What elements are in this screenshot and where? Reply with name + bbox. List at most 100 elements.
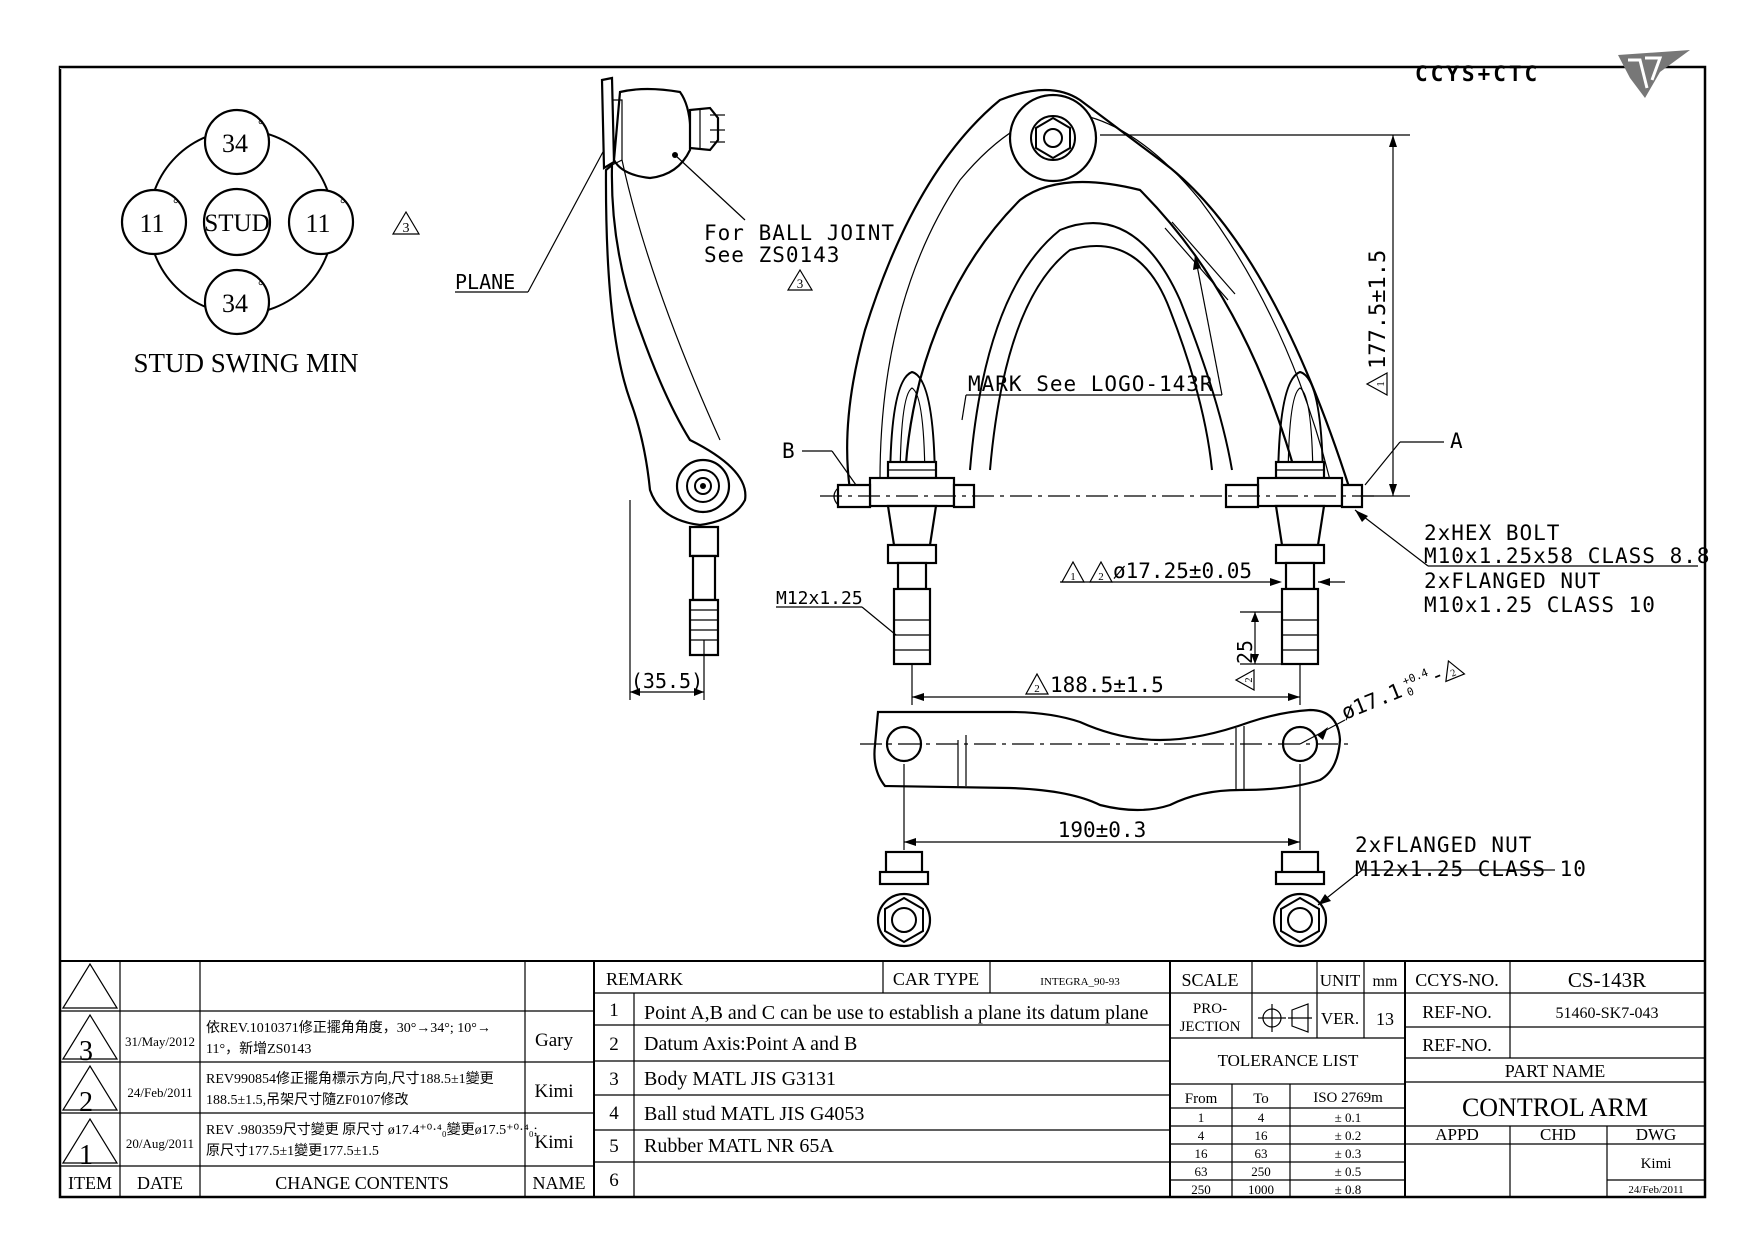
- header-name: NAME: [533, 1173, 586, 1193]
- header-date: DATE: [137, 1173, 183, 1193]
- tolerance-cell: ± 0.1: [1335, 1110, 1362, 1125]
- tolerance-cell: 250: [1251, 1164, 1271, 1179]
- unit-value: mm: [1373, 973, 1398, 990]
- title-block-grid: [60, 960, 1705, 1197]
- revision-name: Kimi: [534, 1132, 573, 1153]
- logo-text: CCYS+CTC: [1415, 62, 1540, 86]
- approved-label: APPD: [1435, 1125, 1478, 1144]
- ref-no-label-2: REF-NO.: [1422, 1035, 1492, 1055]
- svg-text:1: 1: [79, 1140, 93, 1171]
- ball-joint-housing: [612, 87, 692, 180]
- svg-text:ISO 2769m: ISO 2769m: [1313, 1090, 1383, 1106]
- svg-text:25: 25: [1233, 640, 1257, 664]
- svg-text:6: 6: [609, 1170, 619, 1191]
- drawn-date: 24/Feb/2011: [1628, 1184, 1683, 1196]
- revision-contents: 11°，新增ZS0143: [206, 1041, 311, 1057]
- swing-bottom-circle: [203, 268, 271, 336]
- dim-188-5: 2 188.5±1.5: [1024, 672, 1164, 697]
- part-name-label: PART NAME: [1505, 1061, 1605, 1081]
- flanged-nut-right: [1272, 850, 1328, 948]
- dim-35-5: (35.5): [631, 669, 703, 693]
- ball-joint-note-1: For BALL JOINT: [704, 221, 895, 245]
- ball-joint-note-2: See ZS0143: [704, 243, 840, 267]
- tolerance-cell: 4: [1198, 1128, 1205, 1143]
- svg-text:°: °: [340, 197, 346, 212]
- revision-triangle-icon: 3: [786, 268, 814, 291]
- svg-text:3: 3: [79, 1036, 93, 1067]
- right-bushing: [1256, 476, 1344, 508]
- bracket-nut-note-2: M12x1.25 CLASS 10: [1355, 857, 1587, 881]
- flanged-nut-note-1: 2xFLANGED NUT: [1424, 569, 1601, 593]
- svg-text:2: 2: [1098, 571, 1104, 583]
- svg-text:°: °: [173, 197, 179, 212]
- hex-bolt-note-1: 2xHEX BOLT: [1424, 521, 1560, 545]
- svg-text:1: 1: [609, 1000, 619, 1021]
- swing-right-value: 11: [305, 209, 330, 238]
- company-logo: CCYS+CTC: [1415, 50, 1690, 98]
- ball-joint-hub: [1008, 93, 1098, 183]
- svg-text:°: °: [258, 118, 264, 133]
- mark-label: MARK See LOGO-143R: [968, 372, 1214, 396]
- version-label: VER.: [1321, 1009, 1359, 1028]
- revision-date: 31/May/2012: [125, 1034, 195, 1049]
- svg-text:3: 3: [403, 221, 410, 236]
- revision-name: Gary: [535, 1030, 573, 1051]
- revision-contents: REV .980359尺寸變更 原尺寸 ø17.4⁺⁰·⁴₀變更ø17.5⁺⁰·…: [206, 1122, 538, 1138]
- revision-1-triangle-icon: 1: [61, 1117, 119, 1171]
- svg-text:3: 3: [797, 276, 804, 291]
- bracket-nut-note-1: 2xFLANGED NUT: [1355, 833, 1532, 857]
- tolerance-cell: 16: [1195, 1146, 1209, 1161]
- tolerance-cell: 63: [1255, 1146, 1268, 1161]
- tolerance-cell: ± 0.8: [1335, 1182, 1362, 1197]
- remark-header: REMARK: [606, 969, 683, 989]
- stud-swing-diagram: STUD 34 ° 34 ° 11 ° 11 ° STUD SWING MIN …: [120, 108, 421, 378]
- svg-text:-: -: [1427, 662, 1448, 689]
- arm-top-outline: [846, 88, 1352, 492]
- point-b-label: B: [782, 439, 795, 463]
- remark-row: Ball stud MATL JIS G4053: [644, 1103, 864, 1125]
- svg-text:3: 3: [609, 1069, 619, 1090]
- revision-triangle-icon: 3: [391, 210, 421, 236]
- svg-text:2: 2: [1449, 667, 1458, 679]
- swing-left-value: 11: [139, 209, 164, 238]
- svg-text:1: 1: [1070, 571, 1076, 583]
- svg-text:1: 1: [1375, 381, 1387, 387]
- tolerance-cell: 16: [1255, 1128, 1269, 1143]
- version-value: 13: [1376, 1009, 1394, 1029]
- revision-contents: 原尺寸177.5±1變更177.5±1.5: [206, 1143, 379, 1159]
- svg-text:2: 2: [609, 1034, 619, 1055]
- car-type-value: INTEGRA_90-93: [1040, 976, 1120, 988]
- point-a-label: A: [1450, 429, 1463, 453]
- svg-text:0: 0: [1405, 685, 1416, 700]
- tolerance-cell: 250: [1191, 1182, 1211, 1197]
- stud-label: STUD: [204, 210, 269, 237]
- dim-190: 190±0.3: [1058, 818, 1147, 842]
- svg-text:5: 5: [609, 1136, 619, 1157]
- revision-date: 24/Feb/2011: [127, 1085, 192, 1100]
- dim-17-1: ø17.1 +0.4 0 - 2: [1338, 659, 1466, 725]
- flanged-nut-left: [876, 850, 932, 948]
- ref-no-value: 51460-SK7-043: [1555, 1005, 1658, 1022]
- stud-circle: [202, 187, 272, 257]
- swing-top-value: 34: [222, 129, 248, 158]
- revision-contents: REV990854修正擺角標示方向,尺寸188.5±1變更: [206, 1071, 494, 1087]
- header-change-contents: CHANGE CONTENTS: [275, 1173, 449, 1193]
- tolerance-cell: ± 0.2: [1335, 1128, 1362, 1143]
- drawn-label: DWG: [1636, 1125, 1677, 1144]
- dim-177-5: 1 177.5±1.5: [1365, 250, 1391, 397]
- revision-contents: 188.5±1.5,吊架尺寸隨ZF0107修改: [206, 1092, 409, 1108]
- svg-text:2: 2: [1034, 683, 1040, 695]
- svg-text:2: 2: [1244, 678, 1255, 683]
- drawn-by: Kimi: [1641, 1156, 1672, 1172]
- tolerance-title: TOLERANCE LIST: [1218, 1051, 1359, 1070]
- side-view: PLANE For BALL JOINT See ZS0143 3 (35.5): [455, 76, 895, 700]
- svg-text:177.5±1.5: 177.5±1.5: [1366, 250, 1391, 369]
- arm-side-profile: [604, 162, 747, 527]
- plane-label: PLANE: [455, 270, 515, 294]
- svg-text:188.5±1.5: 188.5±1.5: [1050, 673, 1164, 697]
- tolerance-cell: 1: [1198, 1110, 1205, 1125]
- swing-top-circle: [203, 108, 271, 176]
- top-view: 1 177.5±1.5 MARK See LOGO-143R B A 2xHEX…: [776, 88, 1710, 705]
- scale-label: SCALE: [1181, 970, 1238, 990]
